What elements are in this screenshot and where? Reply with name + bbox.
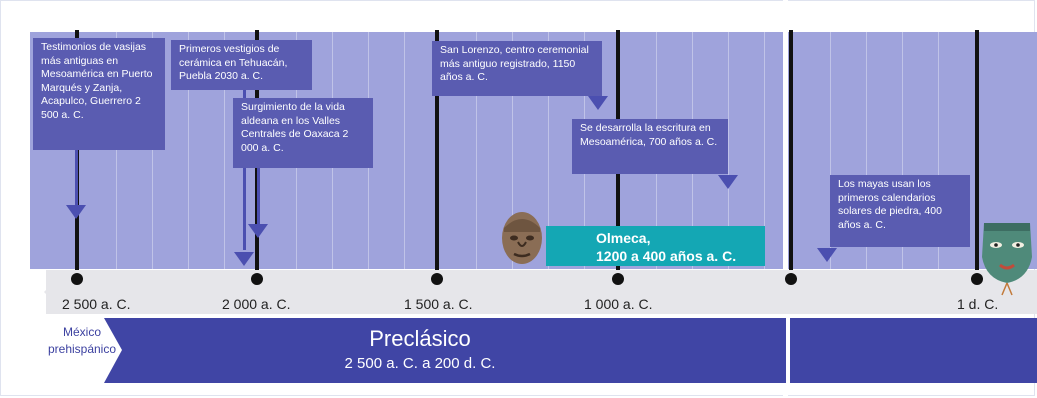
event-calendarios: Los mayas usan los primeros calendarios … — [830, 175, 970, 247]
grid-line — [866, 32, 867, 269]
grid-line — [188, 32, 189, 269]
region-label: México prehispánico — [47, 325, 117, 356]
year-dot — [251, 273, 263, 285]
arrow-stem — [243, 90, 246, 250]
grid-line — [902, 32, 903, 269]
culture-name: Olmeca, — [596, 230, 651, 246]
event-ceramica: Primeros vestigios de cerámica en Tehuac… — [171, 40, 312, 90]
olmec-head-icon — [502, 212, 542, 264]
arrow-down-icon — [588, 96, 608, 110]
arrow-down-icon — [66, 205, 86, 219]
year-label: 2 000 a. C. — [222, 296, 291, 312]
year-dot — [971, 273, 983, 285]
arrow-down-icon — [248, 224, 268, 238]
grid-line — [764, 32, 765, 269]
grid-line — [512, 32, 513, 269]
event-escritura: Se desarrolla la escritura en Mesoaméric… — [572, 119, 728, 174]
arrow-stem — [257, 168, 260, 224]
grid-line — [152, 32, 153, 269]
period-band — [100, 318, 1037, 383]
time-axis — [46, 270, 1037, 314]
grid-line — [830, 32, 831, 269]
tick-era-division — [789, 30, 793, 285]
period-title: Preclásico — [369, 326, 471, 351]
grid-line — [404, 32, 405, 269]
arrow-down-icon — [718, 175, 738, 189]
year-dot — [785, 273, 797, 285]
year-dot — [612, 273, 624, 285]
grid-line — [116, 32, 117, 269]
year-dot — [71, 273, 83, 285]
grid-line — [476, 32, 477, 269]
era-gap — [783, 0, 788, 398]
region-tag — [46, 318, 122, 383]
arrow-down-icon — [817, 248, 837, 262]
arrow-down-icon — [234, 252, 254, 266]
culture-olmeca: Olmeca, 1200 a 400 años a. C. — [546, 226, 765, 266]
period-range: 2 500 a. C. a 200 d. C. — [344, 355, 496, 372]
jade-mask-icon — [982, 223, 1032, 296]
event-aldeana: Surgimiento de la vida aldeana en los Va… — [233, 98, 373, 168]
grid-line — [548, 32, 549, 269]
arrow-stem — [75, 150, 78, 206]
culture-range: 1200 a 400 años a. C. — [596, 248, 737, 264]
year-label: 1 500 a. C. — [404, 296, 473, 312]
grid-line — [224, 32, 225, 269]
axis-arrow-icon — [44, 270, 66, 314]
event-vasijas: Testimonios de vasijas más antiguas en M… — [33, 38, 165, 150]
year-label: 1 d. C. — [957, 296, 999, 312]
grid-line — [938, 32, 939, 269]
tick-1500 — [435, 30, 439, 280]
grid-line — [728, 32, 729, 269]
year-label: 2 500 a. C. — [62, 296, 131, 312]
year-label: 1 000 a. C. — [584, 296, 653, 312]
period-divider — [786, 316, 790, 386]
year-dot — [431, 273, 443, 285]
tick-1dc — [975, 30, 979, 280]
event-sanlorenzo: San Lorenzo, centro ceremonial más antig… — [432, 41, 602, 96]
